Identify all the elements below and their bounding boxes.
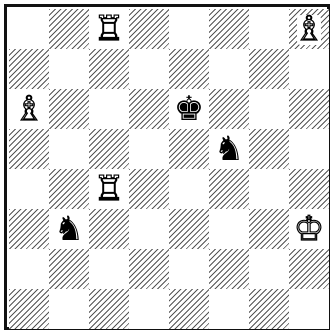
square-a1[interactable] xyxy=(9,289,49,329)
square-b1[interactable] xyxy=(49,289,89,329)
square-a6[interactable]: ♗ xyxy=(9,89,49,129)
square-f6[interactable] xyxy=(209,89,249,129)
square-f4[interactable] xyxy=(209,169,249,209)
square-a3[interactable] xyxy=(9,209,49,249)
square-e3[interactable] xyxy=(169,209,209,249)
square-g4[interactable] xyxy=(249,169,289,209)
square-h1[interactable] xyxy=(289,289,329,329)
square-d7[interactable] xyxy=(129,49,169,89)
square-g7[interactable] xyxy=(249,49,289,89)
square-d8[interactable] xyxy=(129,9,169,49)
square-d5[interactable] xyxy=(129,129,169,169)
square-h8[interactable]: ♗ xyxy=(289,9,329,49)
square-c6[interactable] xyxy=(89,89,129,129)
white-bishop-icon: ♗ xyxy=(294,9,324,49)
square-f5[interactable]: ♞ xyxy=(209,129,249,169)
square-d4[interactable] xyxy=(129,169,169,209)
square-d2[interactable] xyxy=(129,249,169,289)
black-knight-piece[interactable]: ♞ xyxy=(49,209,89,249)
square-b2[interactable] xyxy=(49,249,89,289)
square-c2[interactable] xyxy=(89,249,129,289)
square-g5[interactable] xyxy=(249,129,289,169)
square-c7[interactable] xyxy=(89,49,129,89)
white-king-icon: ♔ xyxy=(294,209,324,249)
square-b4[interactable] xyxy=(49,169,89,209)
square-h7[interactable] xyxy=(289,49,329,89)
square-f3[interactable] xyxy=(209,209,249,249)
square-g1[interactable] xyxy=(249,289,289,329)
square-a7[interactable] xyxy=(9,49,49,89)
square-g2[interactable] xyxy=(249,249,289,289)
square-c3[interactable] xyxy=(89,209,129,249)
square-d6[interactable] xyxy=(129,89,169,129)
square-h6[interactable] xyxy=(289,89,329,129)
white-rook-icon: ♖ xyxy=(94,169,124,209)
square-c5[interactable] xyxy=(89,129,129,169)
chess-board-frame: ♖♗♗♚♞♖♞♔ xyxy=(4,4,330,330)
square-e1[interactable] xyxy=(169,289,209,329)
black-knight-icon: ♞ xyxy=(54,209,84,249)
black-king-piece[interactable]: ♚ xyxy=(169,89,209,129)
black-knight-icon: ♞ xyxy=(214,129,244,169)
square-f8[interactable] xyxy=(209,9,249,49)
square-d1[interactable] xyxy=(129,289,169,329)
square-c8[interactable]: ♖ xyxy=(89,9,129,49)
square-h5[interactable] xyxy=(289,129,329,169)
white-bishop-piece[interactable]: ♗ xyxy=(289,9,329,49)
square-e2[interactable] xyxy=(169,249,209,289)
square-a5[interactable] xyxy=(9,129,49,169)
black-king-icon: ♚ xyxy=(174,89,204,129)
black-knight-piece[interactable]: ♞ xyxy=(209,129,249,169)
white-rook-icon: ♖ xyxy=(94,9,124,49)
square-g8[interactable] xyxy=(249,9,289,49)
square-e6[interactable]: ♚ xyxy=(169,89,209,129)
square-h4[interactable] xyxy=(289,169,329,209)
white-bishop-icon: ♗ xyxy=(14,89,44,129)
square-g6[interactable] xyxy=(249,89,289,129)
square-e7[interactable] xyxy=(169,49,209,89)
chess-board: ♖♗♗♚♞♖♞♔ xyxy=(9,9,329,329)
square-f1[interactable] xyxy=(209,289,249,329)
square-b6[interactable] xyxy=(49,89,89,129)
white-king-piece[interactable]: ♔ xyxy=(289,209,329,249)
square-g3[interactable] xyxy=(249,209,289,249)
square-a2[interactable] xyxy=(9,249,49,289)
square-d3[interactable] xyxy=(129,209,169,249)
white-bishop-piece[interactable]: ♗ xyxy=(9,89,49,129)
square-h3[interactable]: ♔ xyxy=(289,209,329,249)
square-b5[interactable] xyxy=(49,129,89,169)
square-b7[interactable] xyxy=(49,49,89,89)
white-rook-piece[interactable]: ♖ xyxy=(89,9,129,49)
square-e4[interactable] xyxy=(169,169,209,209)
white-rook-piece[interactable]: ♖ xyxy=(89,169,129,209)
square-b3[interactable]: ♞ xyxy=(49,209,89,249)
square-h2[interactable] xyxy=(289,249,329,289)
square-c1[interactable] xyxy=(89,289,129,329)
square-c4[interactable]: ♖ xyxy=(89,169,129,209)
square-a4[interactable] xyxy=(9,169,49,209)
square-a8[interactable] xyxy=(9,9,49,49)
square-e8[interactable] xyxy=(169,9,209,49)
square-e5[interactable] xyxy=(169,129,209,169)
square-f7[interactable] xyxy=(209,49,249,89)
square-b8[interactable] xyxy=(49,9,89,49)
square-f2[interactable] xyxy=(209,249,249,289)
